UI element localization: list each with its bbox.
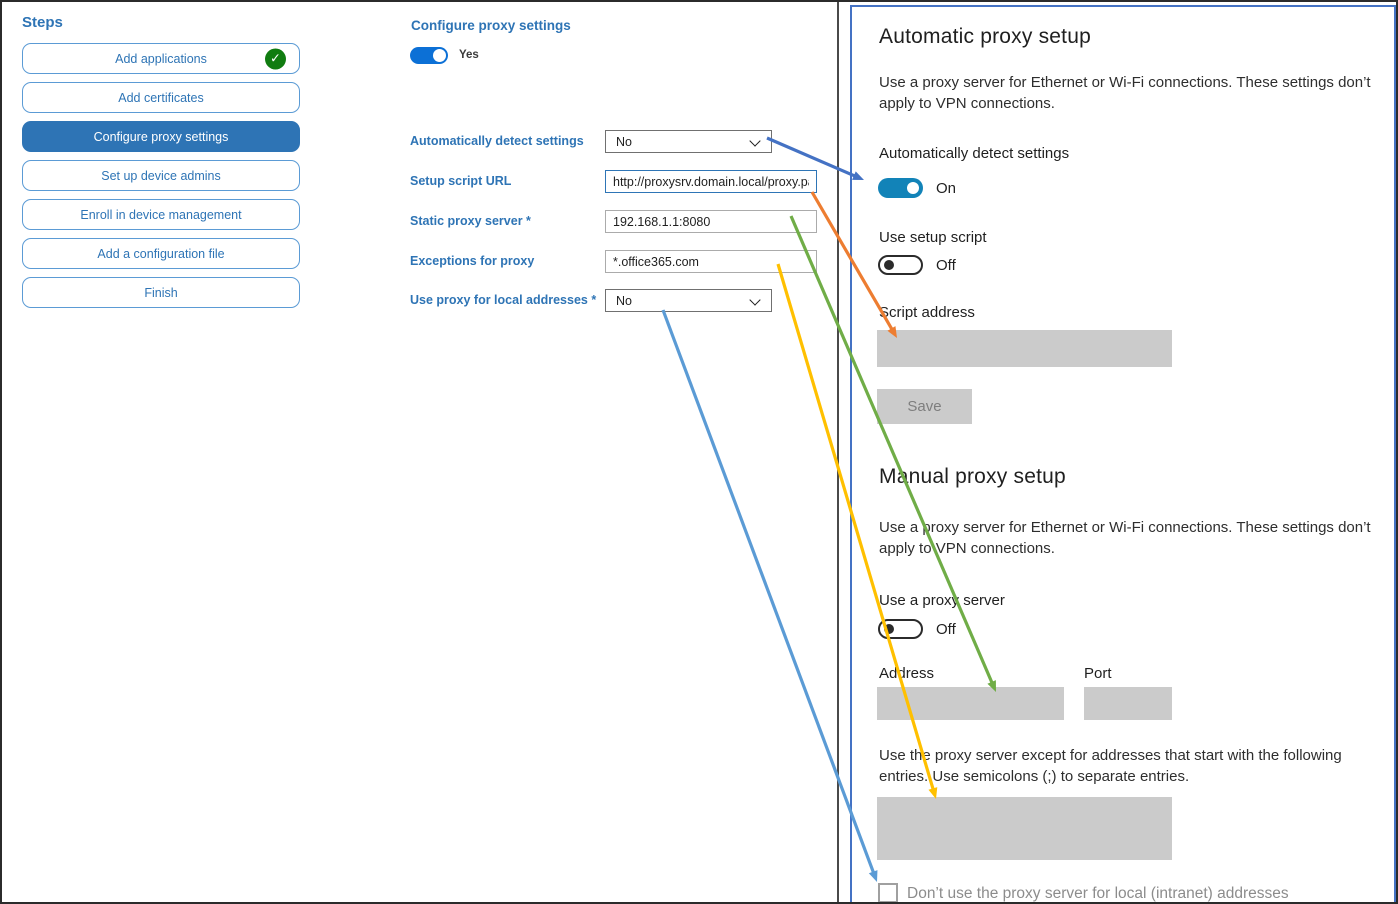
step-button-add-a-configuration-file[interactable]: Add a configuration file <box>22 238 300 269</box>
toggle-knob <box>433 49 446 62</box>
local-intranet-checkbox[interactable] <box>878 883 898 903</box>
auto-detect-settings-toggle[interactable] <box>878 178 923 198</box>
address-input[interactable] <box>877 687 1064 720</box>
step-button-set-up-device-admins[interactable]: Set up device admins <box>22 160 300 191</box>
field-label-exceptions-for-proxy: Exceptions for proxy <box>410 254 535 268</box>
save-button-label: Save <box>907 398 942 415</box>
step-button-configure-proxy-settings[interactable]: Configure proxy settings <box>22 121 300 152</box>
select-value: No <box>616 134 632 149</box>
proxy-exceptions-textarea[interactable] <box>877 797 1172 860</box>
static-proxy-server-input[interactable] <box>605 210 817 233</box>
use-setup-script-toggle[interactable] <box>878 255 923 275</box>
setup-script-url-input[interactable] <box>605 170 817 193</box>
select-value: No <box>616 293 632 308</box>
pane-divider <box>837 0 839 904</box>
step-label: Add a configuration file <box>97 246 225 261</box>
step-button-add-applications[interactable]: Add applications ✓ <box>22 43 300 74</box>
toggle-knob <box>884 624 894 634</box>
steps-sidebar: Steps Add applications ✓ Add certificate… <box>22 14 300 316</box>
script-address-input[interactable] <box>877 330 1172 367</box>
auto-detect-settings-label: Automatically detect settings <box>879 145 1070 162</box>
local-intranet-checkbox-label: Don’t use the proxy server for local (in… <box>907 885 1289 902</box>
exceptions-for-proxy-input[interactable] <box>605 250 817 273</box>
step-button-add-certificates[interactable]: Add certificates <box>22 82 300 113</box>
save-button[interactable]: Save <box>877 389 972 424</box>
step-button-finish[interactable]: Finish <box>22 277 300 308</box>
step-button-enroll-in-device-management[interactable]: Enroll in device management <box>22 199 300 230</box>
automatically-detect-settings-select[interactable]: No <box>605 130 772 153</box>
use-proxy-server-state: Off <box>936 621 956 638</box>
step-label: Finish <box>144 285 178 300</box>
proxy-exceptions-description: Use the proxy server except for addresse… <box>879 747 1342 785</box>
automatic-proxy-description: Use a proxy server for Ethernet or Wi-Fi… <box>879 74 1371 112</box>
use-setup-script-state: Off <box>936 257 956 274</box>
use-setup-script-label: Use setup script <box>879 229 987 246</box>
chevron-down-icon <box>749 294 761 306</box>
address-label: Address <box>879 665 935 682</box>
field-label-setup-script-url: Setup script URL <box>410 174 512 188</box>
step-label: Add applications <box>115 51 207 66</box>
automatic-proxy-setup-heading: Automatic proxy setup <box>879 25 1091 48</box>
manual-proxy-setup-heading: Manual proxy setup <box>879 465 1066 488</box>
completed-check-icon: ✓ <box>265 48 286 69</box>
field-label-use-proxy-local: Use proxy for local addresses * <box>410 293 597 307</box>
editor-title: Configure proxy settings <box>411 18 571 33</box>
step-label: Add certificates <box>118 90 204 105</box>
use-proxy-local-select[interactable]: No <box>605 289 772 312</box>
toggle-knob <box>907 182 919 194</box>
step-label: Set up device admins <box>101 168 221 183</box>
configure-proxy-toggle-state: Yes <box>459 49 479 61</box>
use-proxy-server-label: Use a proxy server <box>879 592 1005 609</box>
port-label: Port <box>1084 665 1112 682</box>
port-input[interactable] <box>1084 687 1172 720</box>
field-label-auto-detect: Automatically detect settings <box>410 134 584 148</box>
use-proxy-server-toggle[interactable] <box>878 619 923 639</box>
chevron-down-icon <box>749 135 761 147</box>
configure-proxy-toggle[interactable] <box>410 47 448 64</box>
manual-proxy-description: Use a proxy server for Ethernet or Wi-Fi… <box>879 519 1371 557</box>
arrow-local-addresses-mapping <box>661 309 878 882</box>
auto-detect-settings-state: On <box>936 180 957 197</box>
step-label: Enroll in device management <box>80 207 242 222</box>
script-address-label: Script address <box>879 304 975 321</box>
toggle-knob <box>884 260 894 270</box>
windows-proxy-settings-panel: Automatic proxy setup Use a proxy server… <box>850 5 1396 904</box>
steps-title: Steps <box>22 14 63 31</box>
field-label-static-proxy-server: Static proxy server * <box>410 214 531 228</box>
step-label: Configure proxy settings <box>93 129 229 144</box>
